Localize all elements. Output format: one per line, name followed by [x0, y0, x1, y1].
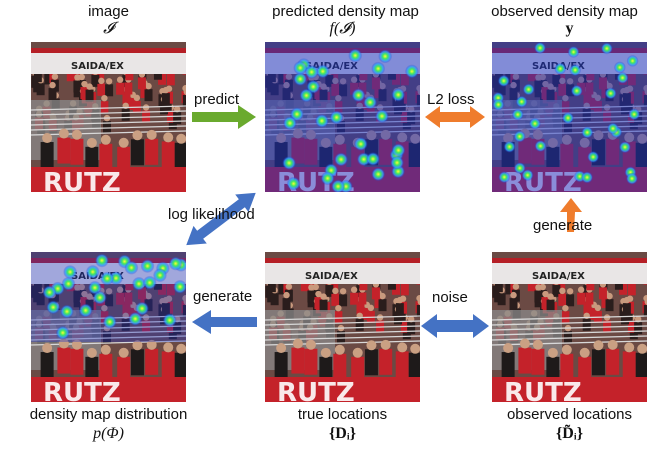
predicted-title: predicted density map — [272, 3, 419, 20]
noise-label: noise — [432, 289, 468, 306]
generate-up-arrow — [560, 198, 582, 232]
distribution-title: density map distribution — [29, 406, 188, 423]
svg-text:RUTZ: RUTZ — [43, 378, 121, 402]
svg-text:RUTZ: RUTZ — [504, 378, 582, 402]
predicted-symbol: f(𝓘) — [329, 20, 356, 37]
generate-left-arrow — [192, 310, 257, 334]
distribution-symbol: p(Φ) — [93, 425, 124, 442]
image-panel: SAIDA/EX RUTZ — [31, 42, 186, 192]
observed-map-symbol: y — [565, 20, 574, 37]
generate-left-label: generate — [193, 288, 253, 305]
observed-map-title: observed density map — [491, 3, 638, 20]
image-title: image — [88, 3, 129, 20]
true-locations-panel: SAIDA/EX RUTZ — [265, 252, 420, 402]
true-locations-symbol: {Dᵢ} — [329, 425, 356, 442]
l2-loss-arrow — [425, 106, 485, 128]
predict-label: predict — [194, 91, 240, 108]
true-locations-title: true locations — [297, 406, 388, 423]
svg-text:RUTZ: RUTZ — [277, 378, 355, 402]
image-symbol: 𝓘 — [103, 20, 114, 37]
l2-loss-label: L2 loss — [427, 91, 475, 108]
predict-arrow — [192, 105, 256, 129]
svg-text:SAIDA/EX: SAIDA/EX — [305, 271, 358, 282]
log-likelihood-arrow — [186, 192, 256, 246]
observed-locations-title: observed locations — [506, 406, 633, 423]
generate-up-label: generate — [533, 217, 593, 234]
svg-text:SAIDA/EX: SAIDA/EX — [532, 271, 585, 282]
svg-text:RUTZ: RUTZ — [43, 168, 121, 192]
log-likelihood-label: log likelihood — [168, 206, 255, 223]
noise-arrow — [421, 314, 489, 338]
observed-locations-symbol: {D̃ᵢ} — [556, 425, 583, 442]
observed-locations-panel: SAIDA/EX RUTZ — [492, 252, 647, 402]
svg-text:SAIDA/EX: SAIDA/EX — [71, 61, 124, 72]
